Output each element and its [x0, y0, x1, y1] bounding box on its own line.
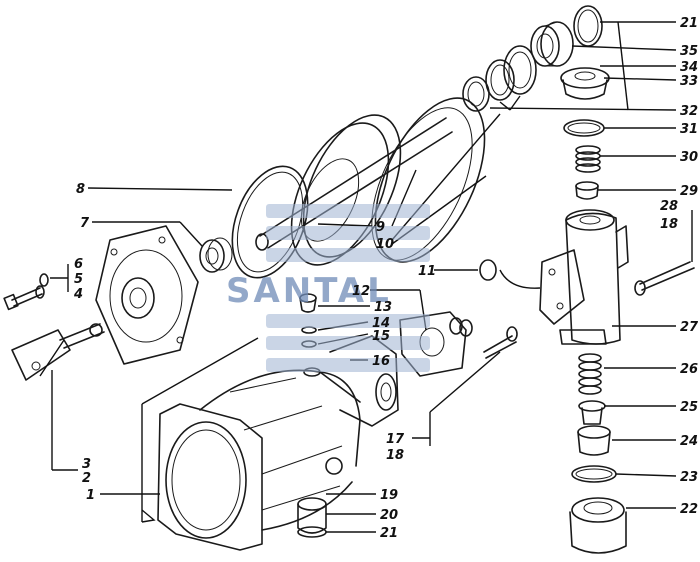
- part-7-bushing: [199, 237, 233, 273]
- callout-28: 28: [660, 199, 678, 214]
- callout-1: 1: [86, 488, 95, 503]
- callout-24: 24: [680, 434, 698, 449]
- callout-21-lower: 21: [380, 526, 398, 541]
- callout-7: 7: [80, 216, 90, 231]
- part-11-ring: [479, 259, 497, 281]
- part-28-bolt: [634, 261, 695, 296]
- callout-18-lower: 18: [386, 448, 404, 463]
- part-30-spring: [575, 145, 601, 173]
- part-24-seat: [577, 425, 611, 456]
- callout-19: 19: [380, 488, 398, 503]
- part-27-valve-body: [539, 209, 629, 345]
- callout-9: 9: [376, 220, 385, 235]
- callout-6: 6: [74, 257, 83, 272]
- callout-3: 3: [82, 457, 91, 472]
- part-8-seal-ring: [231, 165, 309, 279]
- part-12-plug: [299, 293, 317, 313]
- callout-11: 11: [418, 264, 436, 279]
- callout-33: 33: [680, 74, 698, 89]
- part-35-bushing: [530, 21, 574, 67]
- callout-31: 31: [680, 122, 698, 137]
- part-22-plug-nut: [569, 497, 627, 554]
- watermark-logo: SANTAL: [226, 204, 430, 372]
- callout-5: 5: [74, 272, 83, 287]
- part-31-o-ring: [563, 119, 605, 137]
- part-33-nut: [560, 67, 610, 100]
- callout-2: 2: [82, 471, 91, 486]
- watermark-text: SANTAL: [226, 271, 392, 311]
- part-17-bolt: [483, 326, 518, 359]
- part-26-spring: [578, 353, 602, 395]
- callout-32: 32: [680, 104, 698, 119]
- part-21-snap-ring: [573, 5, 603, 47]
- callout-labels: 21 35 34 33 32 31 30 29 28 18 27 26 25 2…: [73, 16, 699, 541]
- callout-14: 14: [372, 316, 390, 331]
- callout-12: 12: [352, 284, 370, 299]
- callout-22: 22: [680, 502, 698, 517]
- part-23-o-ring: [571, 465, 617, 483]
- callout-34: 34: [680, 60, 698, 75]
- callout-10: 10: [376, 237, 394, 252]
- part-32-piston-rings: [462, 45, 537, 112]
- callout-17: 17: [386, 432, 405, 447]
- part-front-cover: [95, 225, 199, 365]
- callout-23: 23: [680, 470, 698, 485]
- callout-20: 20: [380, 508, 398, 523]
- part-20-fitting: [297, 497, 327, 538]
- part-4-bolt: [3, 273, 49, 311]
- callout-26: 26: [680, 362, 698, 377]
- callout-27: 27: [680, 320, 699, 335]
- part-16-flange: [399, 311, 473, 377]
- callout-21: 21: [680, 16, 698, 31]
- callout-8: 8: [76, 182, 85, 197]
- part-29-cap: [575, 181, 599, 200]
- callout-18-upper: 18: [660, 217, 678, 232]
- callout-29: 29: [680, 184, 698, 199]
- part-25-valve: [578, 400, 606, 425]
- callout-30: 30: [680, 150, 698, 165]
- part-2-clevis: [11, 323, 105, 381]
- callout-35: 35: [680, 44, 698, 59]
- callout-25: 25: [680, 400, 698, 415]
- callout-4: 4: [73, 287, 83, 302]
- callout-16: 16: [372, 354, 390, 369]
- callout-15: 15: [372, 329, 390, 344]
- leader-lines: [39, 21, 693, 533]
- callout-13: 13: [374, 300, 392, 315]
